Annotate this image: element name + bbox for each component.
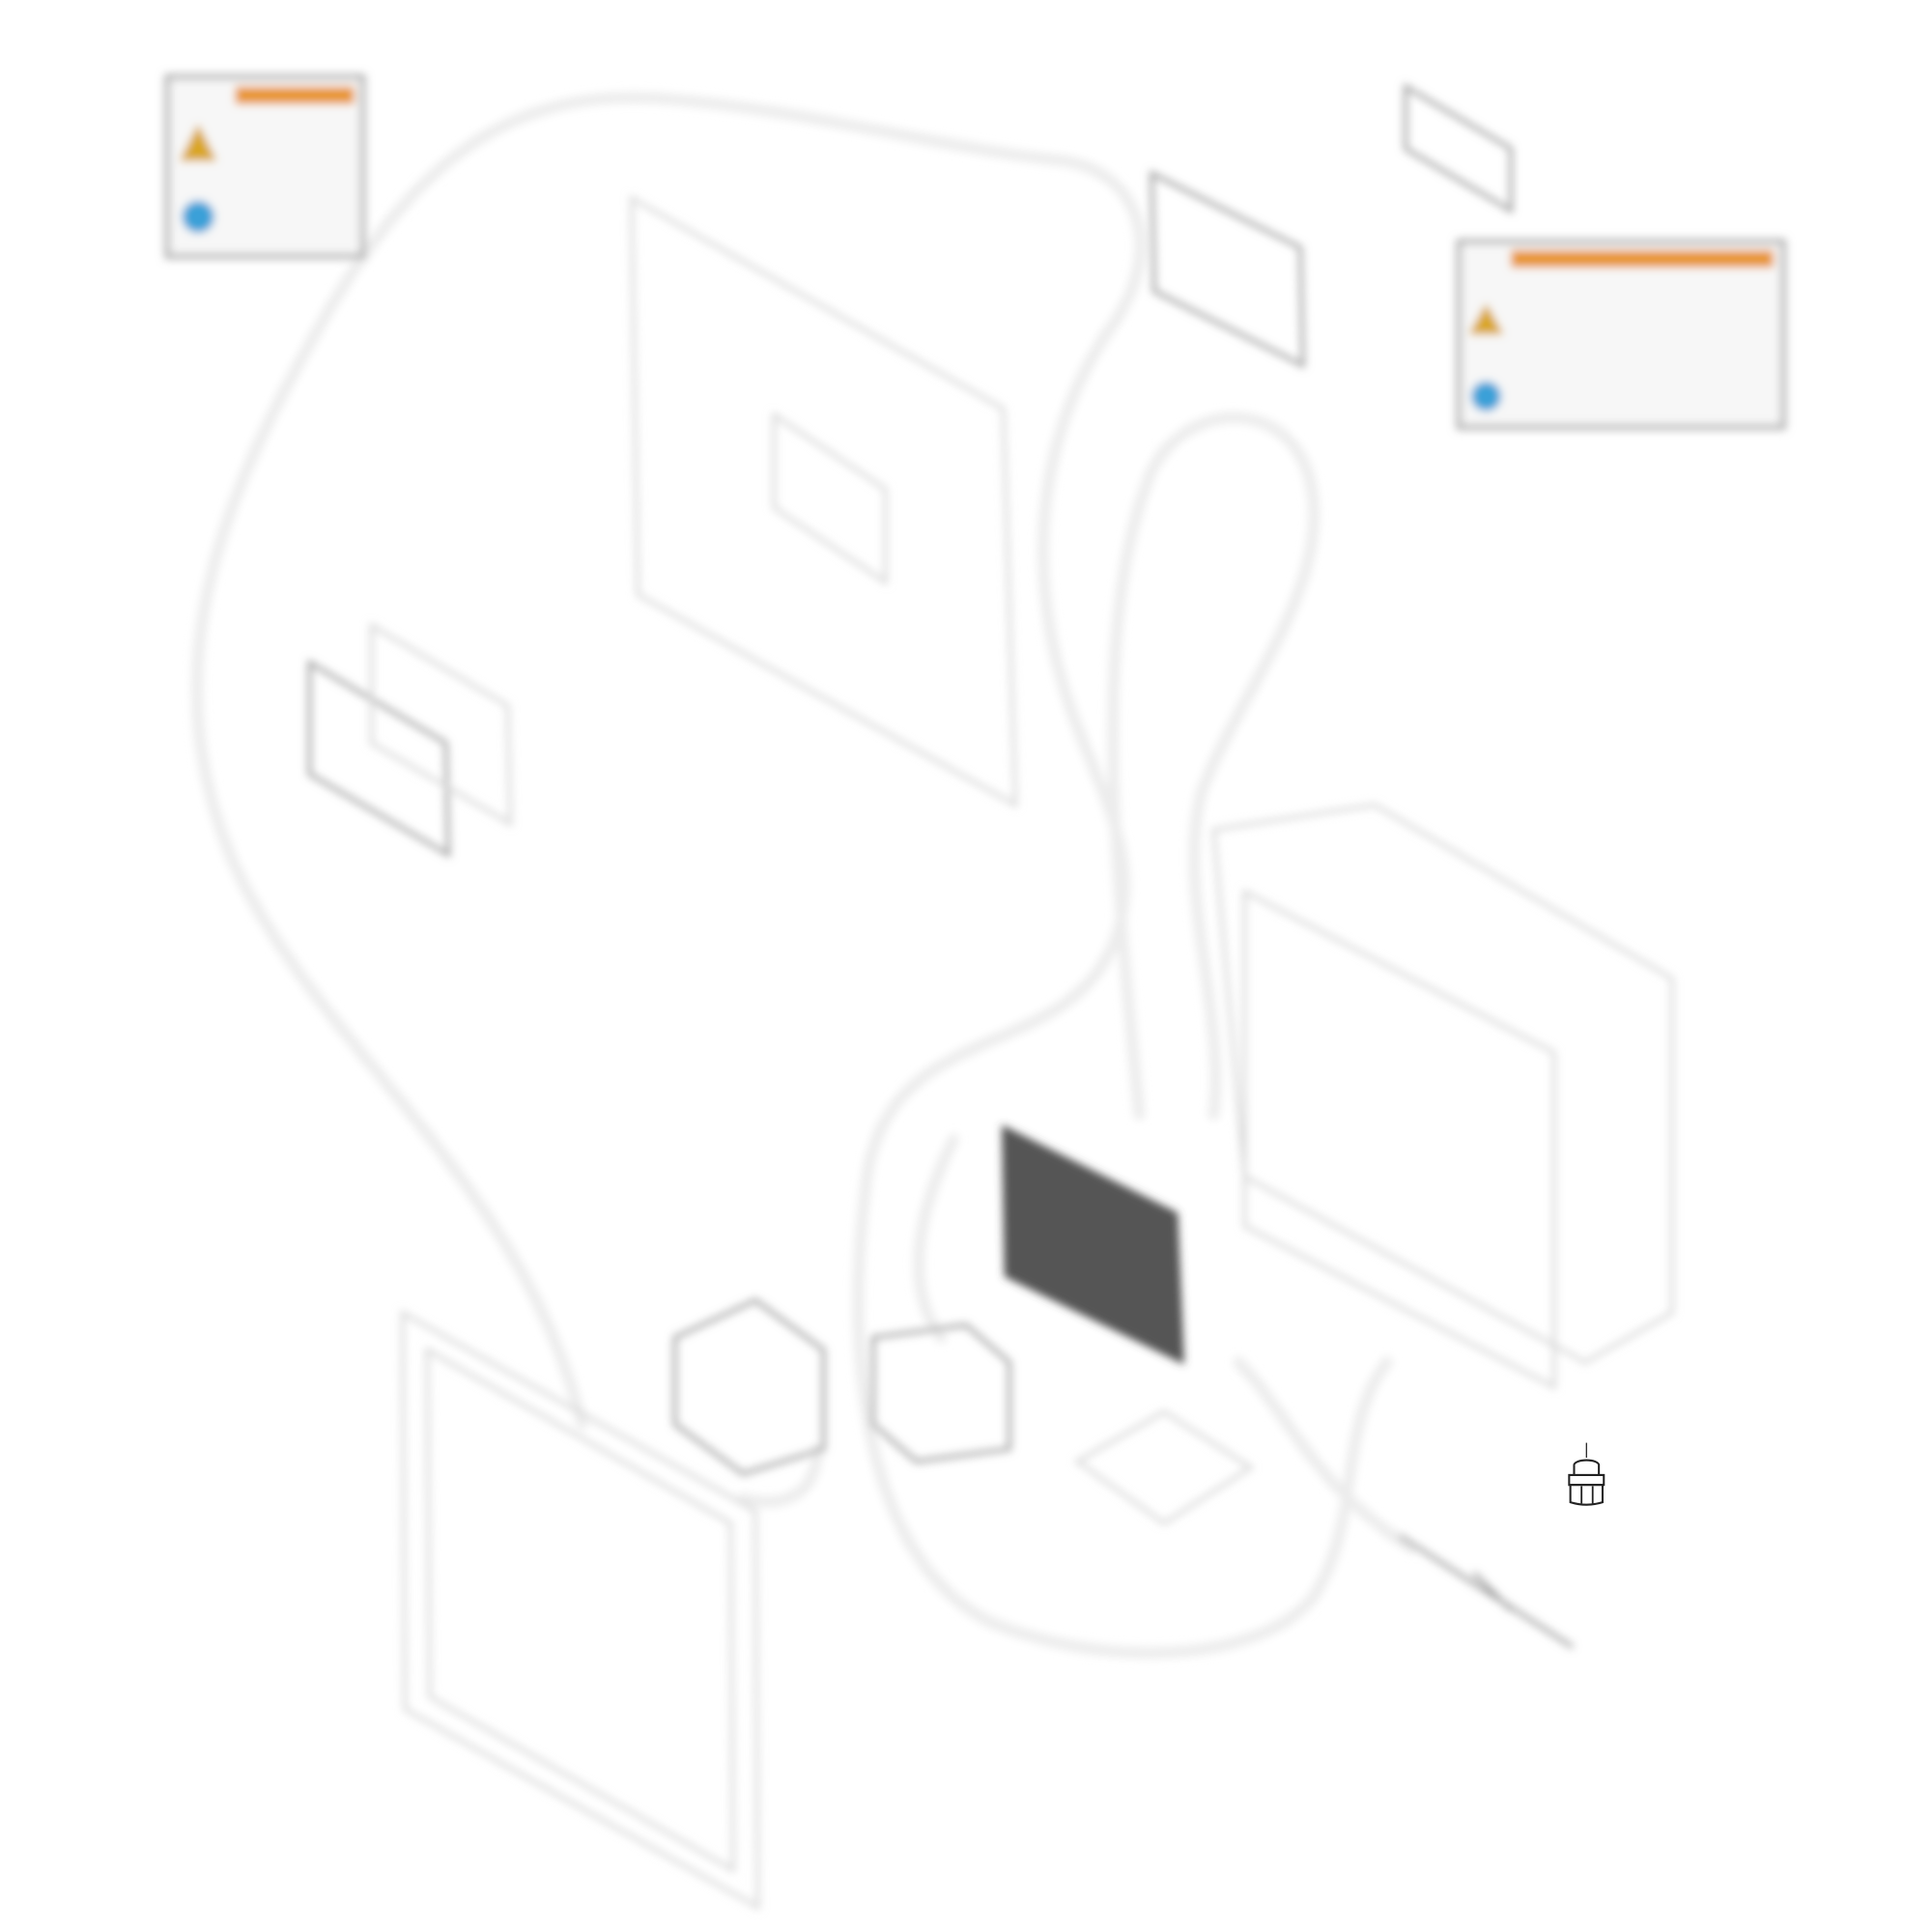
fitting-highlighted bbox=[1568, 1442, 1605, 1506]
info-icon bbox=[1471, 381, 1501, 412]
cover-frame bbox=[400, 1309, 760, 1911]
terminal-block bbox=[870, 1322, 1011, 1463]
warning-triangle-icon bbox=[179, 124, 217, 161]
cable-loop-large bbox=[191, 92, 1393, 1659]
gasket-tray bbox=[1073, 1409, 1255, 1526]
cable-loop-center bbox=[1107, 412, 1320, 1121]
panel-cutout bbox=[772, 411, 888, 586]
mounting-panel bbox=[629, 194, 1018, 809]
warning-triangle-icon bbox=[1468, 303, 1504, 335]
enclosure-box bbox=[1211, 803, 1674, 1391]
bracket-plate bbox=[1404, 83, 1514, 214]
info-icon bbox=[182, 200, 214, 234]
display-gasket bbox=[369, 622, 513, 827]
cable-lower bbox=[737, 1133, 1418, 1554]
warning-label-right bbox=[1456, 239, 1786, 430]
controller-module bbox=[1002, 1124, 1184, 1365]
cable-gland-assembly bbox=[1398, 1534, 1575, 1649]
warning-label-left bbox=[164, 73, 366, 259]
faded-assembly bbox=[164, 73, 1786, 1911]
display-front bbox=[307, 659, 451, 858]
power-block bbox=[672, 1297, 826, 1476]
display-rear bbox=[1150, 170, 1305, 369]
